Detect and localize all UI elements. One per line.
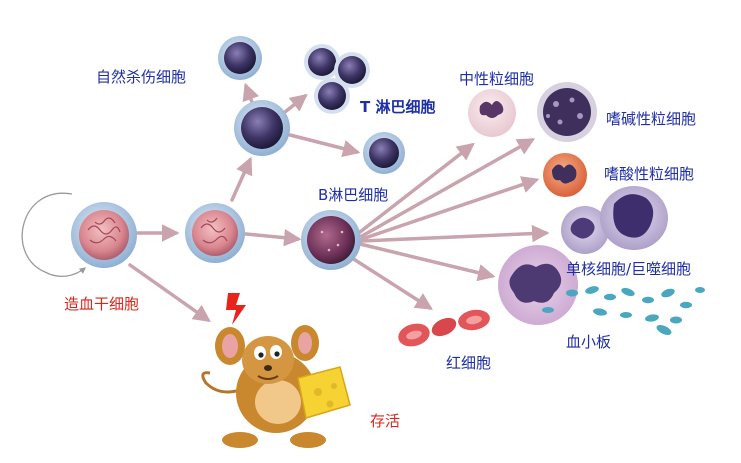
stem-cell xyxy=(71,202,137,268)
basophil-cell xyxy=(537,82,597,142)
eosinophil-label: 嗜酸性粒细胞 xyxy=(604,165,695,183)
monocyte-cells xyxy=(561,186,668,254)
arrow-to-eosinophil xyxy=(360,176,540,241)
nk-cell xyxy=(218,36,262,80)
arrow-progenitor-to-b xyxy=(288,133,361,158)
megakaryocyte-cell xyxy=(498,245,578,325)
survive-label: 存活 xyxy=(370,412,401,430)
arrow-lymphoid-to-progenitor xyxy=(230,156,253,202)
arrow-stem-to-mouse xyxy=(128,263,211,323)
arrow-progenitor-to-t xyxy=(283,93,308,114)
arrow-to-basophil xyxy=(360,138,536,238)
arrow-to-rbc xyxy=(350,256,433,310)
rbc-label: 红细胞 xyxy=(446,354,492,372)
t-cell-label: T 淋巴细胞 xyxy=(360,98,436,116)
arrow-to-megakaryocyte xyxy=(358,242,496,282)
lymphoid-progenitor-cell xyxy=(185,203,245,263)
lymphocyte-progenitor-cell xyxy=(234,100,290,156)
neutrophil-label: 中性粒细胞 xyxy=(459,70,535,88)
arrow-lymphoid-to-myeloid xyxy=(244,228,302,247)
stem-cell-label: 造血干细胞 xyxy=(64,295,140,313)
red-blood-cells xyxy=(398,309,490,347)
basophil-label: 嗜碱性粒细胞 xyxy=(606,110,697,128)
arrows xyxy=(128,82,550,323)
b-cell xyxy=(363,132,405,174)
t-cells xyxy=(304,44,370,114)
arrow-progenitor-to-nk xyxy=(242,82,260,107)
monocyte-label: 单核细胞/巨噬细胞 xyxy=(566,260,692,278)
self-renewal-arrow xyxy=(21,192,87,278)
platelets xyxy=(542,286,705,335)
myeloid-progenitor-cell xyxy=(301,210,361,270)
arrow-to-neutrophil xyxy=(358,142,475,234)
b-cell-label: B淋巴细胞 xyxy=(318,186,389,204)
nk-cell-label: 自然杀伤细胞 xyxy=(96,68,187,86)
arrow-to-monocyte xyxy=(360,224,550,243)
cartoon-mouse-icon xyxy=(201,325,326,448)
cheese-icon xyxy=(297,366,351,419)
platelet-label: 血小板 xyxy=(566,333,612,351)
eosinophil-cell xyxy=(543,153,587,197)
neutrophil-cell xyxy=(468,89,516,137)
lightning-icon xyxy=(226,293,246,325)
